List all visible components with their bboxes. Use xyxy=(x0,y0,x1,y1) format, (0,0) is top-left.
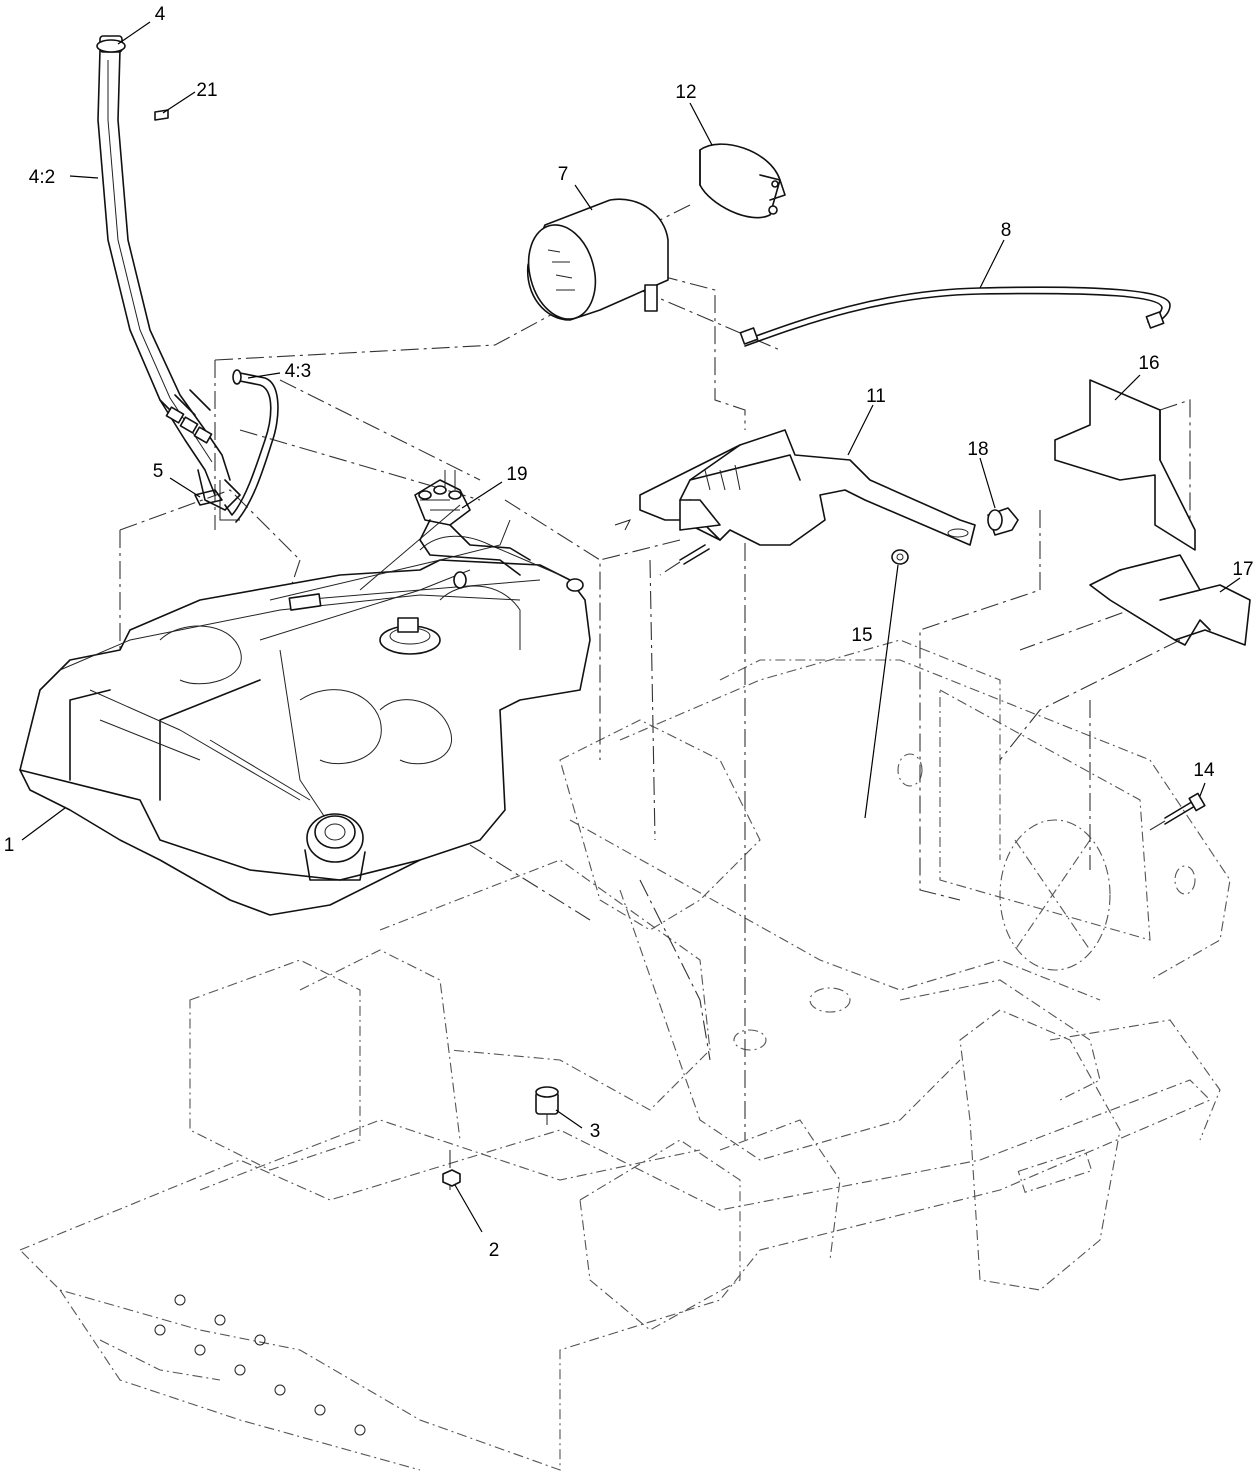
callout-12: 12 xyxy=(675,82,696,103)
canister-hose xyxy=(739,286,1171,347)
callout-1: 1 xyxy=(4,835,15,856)
callout-labels: 4 21 4:2 4:3 5 19 7 12 8 11 18 16 17 15 … xyxy=(4,4,1254,1261)
callout-4-2: 4:2 xyxy=(29,167,55,188)
charcoal-canister xyxy=(526,198,669,321)
filler-neck xyxy=(96,35,241,521)
callout-18: 18 xyxy=(967,439,988,460)
screw-11 xyxy=(659,544,710,576)
canister-strap xyxy=(699,143,786,219)
callout-5: 5 xyxy=(153,461,164,482)
callout-19: 19 xyxy=(506,464,527,485)
callout-8: 8 xyxy=(1001,220,1012,241)
callout-4-3: 4:3 xyxy=(285,361,311,382)
hose-fittings xyxy=(414,470,531,576)
callout-14: 14 xyxy=(1193,760,1215,781)
callout-11: 11 xyxy=(866,386,886,407)
callout-3: 3 xyxy=(590,1121,601,1142)
clamp-5 xyxy=(194,489,223,506)
heat-shield-16 xyxy=(1054,379,1196,551)
spacer-18 xyxy=(987,507,1019,536)
leader-lines xyxy=(21,21,1241,1233)
callout-17: 17 xyxy=(1232,559,1253,580)
callout-16: 16 xyxy=(1138,353,1159,374)
bolt-14 xyxy=(1149,792,1206,831)
canister-bracket xyxy=(614,429,976,546)
callout-4: 4 xyxy=(155,4,166,25)
callout-2: 2 xyxy=(489,1240,500,1261)
fuel-tank xyxy=(19,504,591,916)
bumper-3 xyxy=(535,1086,559,1125)
callout-15: 15 xyxy=(851,625,872,646)
nut-15 xyxy=(891,549,909,565)
nut-2 xyxy=(442,1169,461,1187)
vent-hose xyxy=(224,369,279,523)
heat-shield-17 xyxy=(1089,554,1251,646)
callout-21: 21 xyxy=(196,80,217,101)
chassis-frame xyxy=(19,639,1231,1471)
callout-7: 7 xyxy=(558,164,569,185)
